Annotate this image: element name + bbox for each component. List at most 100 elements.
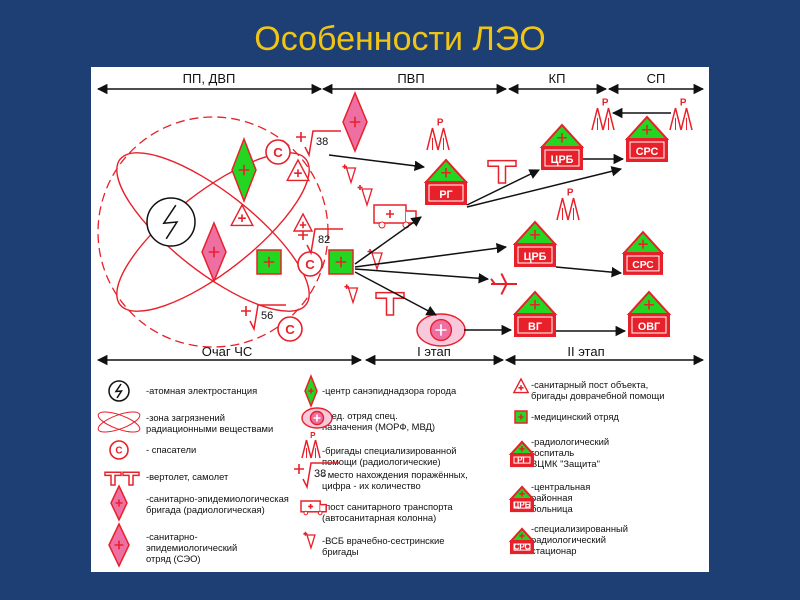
house-label: ЦРБ xyxy=(524,251,547,263)
rescuers-3: С xyxy=(277,316,303,342)
legend-text: -ВСБ врачебно-сестринские xyxy=(322,535,444,546)
cross-icon xyxy=(642,124,652,135)
radiology-brigade-2: Р xyxy=(556,187,580,221)
house-frame xyxy=(513,543,531,551)
legend-npp-icon xyxy=(108,380,130,402)
legend-medotryad-icon xyxy=(514,410,528,424)
house-base xyxy=(541,146,583,170)
legend-text: -медицинский отряд xyxy=(531,411,619,422)
cross-icon xyxy=(263,256,275,268)
district-hospital-crb-2: ЦРБ xyxy=(512,220,558,267)
casualty-count: 38 xyxy=(314,468,326,480)
wedge-shape xyxy=(371,252,383,272)
vsb-brigade-4 xyxy=(344,284,359,305)
sanitary-post-1 xyxy=(230,203,254,227)
cross-icon xyxy=(241,306,251,316)
rescuer-letter: С xyxy=(285,322,295,337)
truck-cab xyxy=(320,503,327,513)
cross-icon xyxy=(335,256,347,268)
brigade-letter: Р xyxy=(680,97,687,108)
brigade-letter: Р xyxy=(567,187,574,198)
header-label-1: ПВП xyxy=(397,71,424,86)
legend-text: -вертолет, самолет xyxy=(146,471,229,482)
casualty-count: 56 xyxy=(261,310,273,322)
cross-icon xyxy=(530,299,540,310)
house-frame xyxy=(517,246,553,264)
legend-text: -атомная электростанция xyxy=(146,385,257,396)
legend-sanepid-icon xyxy=(304,373,318,409)
house-label: СРС xyxy=(636,146,659,158)
wedge-shape xyxy=(306,534,316,550)
brigade-shape xyxy=(591,107,615,131)
helicopter-2 xyxy=(487,159,517,184)
legend-right-item-0: -санитарный пост объекта,бригады довраче… xyxy=(531,379,664,401)
legend-mid-item-3: - место нахождения поражённых,цифра - их… xyxy=(322,469,468,491)
cross-icon xyxy=(115,499,123,507)
military-hospital-vg: ВГ xyxy=(512,290,558,337)
legend-text: - спасатели xyxy=(146,444,196,455)
morf-detachment xyxy=(416,313,466,347)
seo-detachment-2 xyxy=(342,91,368,153)
cross-icon xyxy=(303,531,308,536)
slide-title: Особенности ЛЭО xyxy=(254,20,546,58)
helicopter-shape xyxy=(487,159,517,184)
legend-vsb-icon xyxy=(303,531,316,550)
house-frame xyxy=(629,141,665,159)
header-label-0: ПП, ДВП xyxy=(183,71,236,86)
brigade-shape xyxy=(556,197,580,221)
brigade-shape xyxy=(426,127,450,151)
root-sign xyxy=(302,462,339,490)
helicopter-shape xyxy=(104,471,122,486)
cross-icon xyxy=(294,169,302,178)
legend-text: цифра - их количество xyxy=(322,480,421,491)
radiology-stationary-srs-2: СРС xyxy=(621,230,665,275)
cross-icon xyxy=(557,132,567,143)
legend-crb-icon: ЦРБ xyxy=(508,485,536,513)
cross-icon xyxy=(518,414,524,420)
radiology-brigade-1: Р xyxy=(426,117,450,151)
flow-arrow-9 xyxy=(555,266,623,278)
legend-mid-item-0: -центр санэпиднадзора города xyxy=(322,385,457,396)
legend-mid-item-1: -мед. отряд спец.назначения (МОРФ, МВД) xyxy=(322,410,435,432)
root-sign xyxy=(304,130,341,158)
wedge-shape xyxy=(345,167,357,185)
legend-text: -радиологический xyxy=(531,436,609,447)
house-frame xyxy=(517,316,553,334)
legend-helicopter-icon xyxy=(104,471,122,486)
house-label: ЦРБ xyxy=(514,501,531,510)
legend-left-item-0: -атомная электростанция xyxy=(146,385,257,396)
cross-icon xyxy=(299,221,307,229)
contamination-ellipse-2 xyxy=(116,152,310,312)
flow-arrow-3 xyxy=(354,243,508,268)
brigade-lines xyxy=(597,117,609,130)
med-detachment-2 xyxy=(328,249,354,275)
cross-icon xyxy=(344,284,349,289)
legend-text: эпидемиологический xyxy=(146,542,237,553)
house-frame xyxy=(626,255,660,272)
sanitary-post-2 xyxy=(286,158,310,182)
lightning-icon xyxy=(162,204,179,240)
legend-mid-item-4: -пост санитарного транспорта(автосанитар… xyxy=(322,501,453,523)
cross-icon xyxy=(518,385,524,391)
lightning-icon xyxy=(114,383,123,399)
cross-icon xyxy=(308,504,313,509)
legend-text: -санитарно- xyxy=(146,531,198,542)
house-base xyxy=(425,181,467,205)
cross-icon xyxy=(296,132,306,142)
legend-morf-icon xyxy=(301,407,333,429)
house-label: ВГ xyxy=(528,321,542,333)
legend-text: ВЦМК "Защита" xyxy=(531,458,600,469)
house-base xyxy=(628,313,670,337)
wedge-shape xyxy=(347,287,359,305)
contamination-ellipse-1 xyxy=(116,152,310,312)
wheel-shape xyxy=(317,510,323,516)
flow-arrow-4 xyxy=(354,268,490,284)
cross-icon xyxy=(238,164,250,176)
legend-text: бригады доврачебной помощи xyxy=(531,390,664,401)
radiology-brigade-3: Р xyxy=(591,97,615,131)
house-frame xyxy=(428,184,464,202)
